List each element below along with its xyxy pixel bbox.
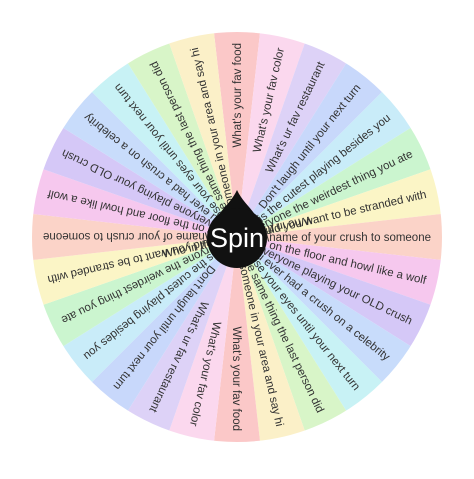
wheel-segment [88, 237, 238, 415]
wheel-segment [237, 88, 415, 238]
wheel-segment [125, 237, 237, 436]
wheel-segment [237, 213, 443, 261]
wheel-segment-label: What's your fav food [230, 327, 242, 431]
wheel-segment [237, 237, 386, 415]
wheel-segment [237, 237, 415, 386]
wheel-segment [31, 213, 237, 261]
wheel-segment [237, 237, 436, 349]
wheel-segment [59, 237, 237, 386]
wheel-segment [237, 237, 307, 443]
wheel-segment [167, 31, 237, 237]
wheel-segment [237, 38, 349, 237]
wheel-segment [125, 38, 237, 237]
wheel-segment [237, 125, 436, 237]
spin-button[interactable]: Spin [207, 190, 267, 268]
wheel-segment [31, 167, 237, 237]
wheel-segment [59, 88, 237, 238]
wheel-segments [31, 31, 443, 443]
wheel-segment [237, 237, 443, 307]
wheel-segment [237, 167, 443, 237]
wheel-segment [38, 125, 237, 237]
wheel-segment [167, 237, 237, 443]
wheel-segment [213, 237, 261, 443]
spin-label: Spin [210, 223, 264, 253]
wheel-segment [237, 237, 349, 436]
wheel-segment [213, 31, 261, 237]
wheel-segment [31, 237, 237, 307]
wheel-segment [88, 59, 238, 237]
wheel-segment [237, 59, 386, 237]
wheel-rim [30, 30, 444, 444]
spin-hub [207, 208, 267, 268]
wheel-segment-label: What's your fav food [232, 43, 244, 147]
wheel-segment [237, 31, 307, 237]
wheel-segment [38, 237, 237, 349]
